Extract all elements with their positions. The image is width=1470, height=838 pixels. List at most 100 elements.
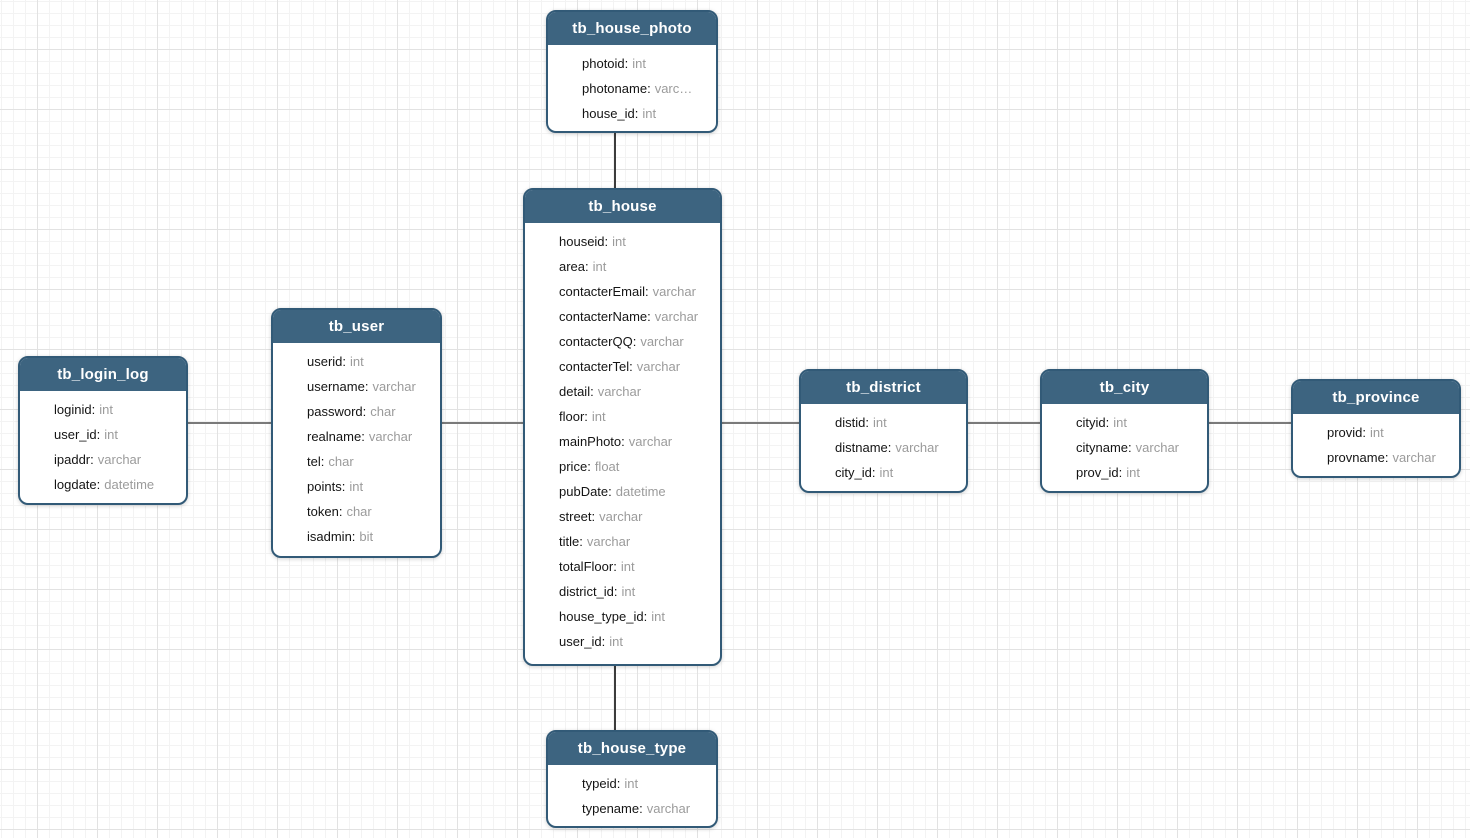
field-row-tb_house-contacterName[interactable]: contacterName:varchar — [525, 304, 720, 329]
field-row-tb_house_photo-photoid[interactable]: photoid:int — [548, 51, 716, 76]
field-type: varchar — [1392, 450, 1436, 465]
field-separator: : — [639, 801, 643, 816]
field-type: varchar — [652, 284, 696, 299]
field-type: varchar — [640, 334, 684, 349]
field-name: tel — [307, 454, 321, 469]
field-row-tb_login_log-ipaddr[interactable]: ipaddr:varchar — [20, 447, 186, 472]
field-separator: : — [342, 354, 347, 369]
field-name: distname — [835, 440, 888, 455]
field-separator: : — [361, 429, 365, 444]
field-separator: : — [643, 609, 648, 624]
field-row-tb_user-realname[interactable]: realname:varchar — [273, 424, 440, 449]
field-row-tb_house-street[interactable]: street:varchar — [525, 504, 720, 529]
field-row-tb_house-contacterTel[interactable]: contacterTel:varchar — [525, 354, 720, 379]
field-separator: : — [871, 465, 876, 480]
field-name: distid — [835, 415, 866, 430]
field-name: price — [559, 459, 588, 474]
table-title-tb_house_photo: tb_house_photo — [548, 12, 716, 45]
field-name: mainPhoto — [559, 434, 622, 449]
field-row-tb_house-user_id[interactable]: user_id:int — [525, 629, 720, 654]
field-row-tb_house-detail[interactable]: detail:varchar — [525, 379, 720, 404]
field-row-tb_user-tel[interactable]: tel:char — [273, 449, 440, 474]
field-row-tb_city-prov_id[interactable]: prov_id:int — [1042, 460, 1207, 485]
table-title-tb_province: tb_province — [1293, 381, 1459, 414]
field-row-tb_district-distname[interactable]: distname:varchar — [801, 435, 966, 460]
field-row-tb_login_log-user_id[interactable]: user_id:int — [20, 422, 186, 447]
field-type: int — [99, 402, 113, 417]
field-row-tb_house-price[interactable]: price:float — [525, 454, 720, 479]
relationship-connector-tb_user-to-tb_house — [442, 422, 523, 424]
field-row-tb_house_photo-house_id[interactable]: house_id:int — [548, 101, 716, 126]
field-row-tb_house-area[interactable]: area:int — [525, 254, 720, 279]
field-type: varchar — [628, 434, 673, 449]
field-type: varc… — [654, 81, 693, 96]
field-type: int — [624, 776, 639, 791]
field-name: contacterTel — [559, 359, 630, 374]
field-row-tb_house-house_type_id[interactable]: house_type_id:int — [525, 604, 720, 629]
field-name: username — [307, 379, 365, 394]
field-row-tb_user-username[interactable]: username:varchar — [273, 374, 440, 399]
field-row-tb_house-floor[interactable]: floor:int — [525, 404, 720, 429]
field-separator: : — [601, 634, 606, 649]
field-row-tb_user-password[interactable]: password:char — [273, 399, 440, 424]
field-row-tb_house_type-typeid[interactable]: typeid:int — [548, 771, 716, 796]
field-separator: : — [91, 402, 96, 417]
field-row-tb_province-provname[interactable]: provname:varchar — [1293, 445, 1459, 470]
field-row-tb_house-mainPhoto[interactable]: mainPhoto:varchar — [525, 429, 720, 454]
field-row-tb_house-pubDate[interactable]: pubDate:datetime — [525, 479, 720, 504]
field-row-tb_city-cityname[interactable]: cityname:varchar — [1042, 435, 1207, 460]
field-type: int — [642, 106, 657, 121]
field-row-tb_district-city_id[interactable]: city_id:int — [801, 460, 966, 485]
field-name: totalFloor — [559, 559, 614, 574]
field-row-tb_house-contacterQQ[interactable]: contacterQQ:varchar — [525, 329, 720, 354]
field-row-tb_login_log-loginid[interactable]: loginid:int — [20, 397, 186, 422]
field-separator: : — [591, 509, 596, 524]
field-row-tb_user-userid[interactable]: userid:int — [273, 349, 440, 374]
field-row-tb_house-totalFloor[interactable]: totalFloor:int — [525, 554, 720, 579]
field-row-tb_user-points[interactable]: points:int — [273, 474, 440, 499]
field-name: points — [307, 479, 342, 494]
field-type: int — [1113, 415, 1127, 430]
field-type: varchar — [599, 509, 643, 524]
field-row-tb_user-isadmin[interactable]: isadmin:bit — [273, 524, 440, 549]
field-name: photoid — [582, 56, 625, 71]
field-type: varchar — [372, 379, 416, 394]
field-row-tb_house-title[interactable]: title:varchar — [525, 529, 720, 554]
field-separator: : — [608, 484, 612, 499]
field-separator: : — [865, 415, 869, 430]
field-row-tb_house-houseid[interactable]: houseid:int — [525, 229, 720, 254]
field-type: int — [609, 634, 623, 649]
field-row-tb_house-district_id[interactable]: district_id:int — [525, 579, 720, 604]
field-row-tb_house_photo-photoname[interactable]: photoname:varc… — [548, 76, 716, 101]
field-row-tb_district-distid[interactable]: distid:int — [801, 410, 966, 435]
field-name: ipaddr — [54, 452, 91, 467]
field-row-tb_login_log-logdate[interactable]: logdate:datetime — [20, 472, 186, 497]
field-separator: : — [644, 284, 649, 299]
field-name: prov_id — [1076, 465, 1119, 480]
field-row-tb_house-contacterEmail[interactable]: contacterEmail:varchar — [525, 279, 720, 304]
field-name: detail — [559, 384, 591, 399]
field-type: varchar — [1135, 440, 1180, 455]
field-name: house_type_id — [559, 609, 644, 624]
field-name: photoname — [582, 81, 648, 96]
field-separator: : — [629, 359, 633, 374]
field-name: floor — [559, 409, 585, 424]
field-separator: : — [96, 477, 101, 492]
field-row-tb_province-provid[interactable]: provid:int — [1293, 420, 1459, 445]
field-row-tb_user-token[interactable]: token:char — [273, 499, 440, 524]
field-separator: : — [1105, 415, 1110, 430]
field-row-tb_city-cityid[interactable]: cityid:int — [1042, 410, 1207, 435]
field-row-tb_house_type-typename[interactable]: typename:varchar — [548, 796, 716, 821]
field-type: bit — [359, 529, 374, 544]
